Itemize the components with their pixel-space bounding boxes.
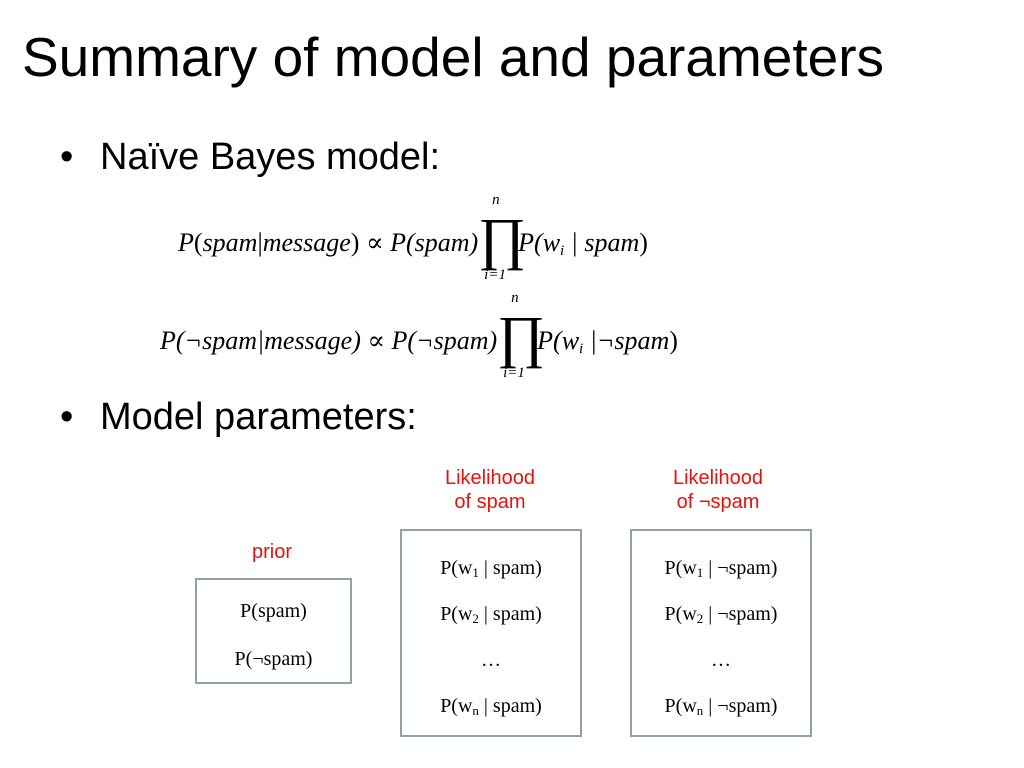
likelihood-row-ellipsis: … (481, 649, 501, 671)
likelihood-not-spam-label: Likelihood of ¬spam (672, 467, 764, 513)
bullet-text: Naïve Bayes model: (100, 136, 441, 178)
slide-title: Summary of model and parameters (22, 26, 885, 88)
bullet-dot: • (60, 136, 74, 178)
likelihood-spam-label: Likelihood of spam (444, 467, 536, 513)
likelihood-row: P(w1 | ¬spam) (664, 557, 778, 580)
likelihood-not-spam-box: P(w1 | ¬spam) P(w2 | ¬spam) … P(wn | ¬sp… (630, 529, 812, 737)
likelihood-row: P(wn | ¬spam) (664, 695, 778, 718)
likelihood-row: P(w1 | spam) (440, 557, 542, 580)
likelihood-row-ellipsis: … (711, 649, 731, 671)
bullet-dot: • (60, 396, 74, 438)
prior-row: P(spam) (240, 600, 307, 622)
bullet-model-parameters: • Model parameters: (60, 398, 417, 436)
likelihood-row: P(w2 | ¬spam) (664, 603, 778, 626)
prior-label: prior (251, 541, 292, 563)
likelihood-row: P(wn | spam) (440, 695, 542, 718)
prior-row: P(¬spam) (234, 648, 313, 670)
bullet-text: Model parameters: (100, 396, 417, 438)
likelihood-spam-box: P(w1 | spam) P(w2 | spam) … P(wn | spam) (400, 529, 582, 737)
bullet-naive-bayes: • Naïve Bayes model: (60, 138, 440, 176)
prior-box: P(spam) P(¬spam) (195, 578, 352, 684)
likelihood-row: P(w2 | spam) (440, 603, 542, 626)
